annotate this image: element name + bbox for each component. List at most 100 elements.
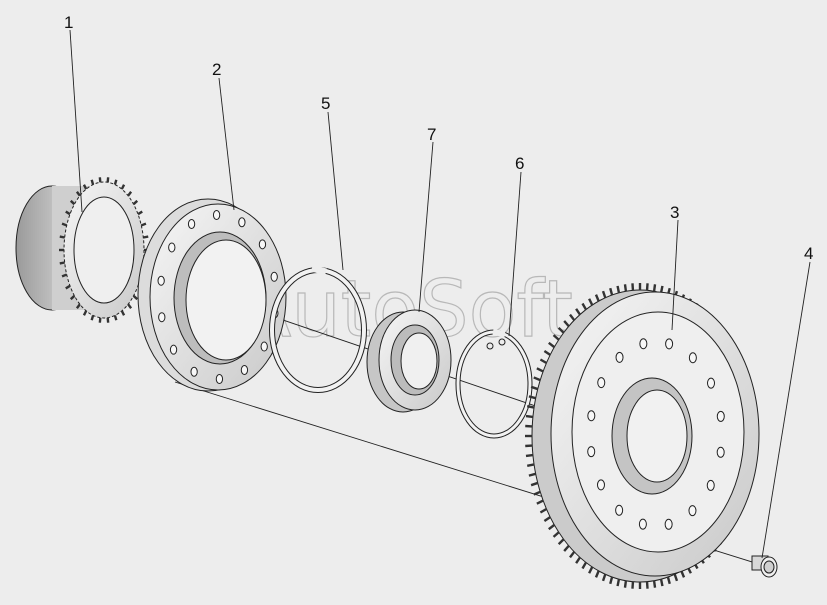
splined-flange (137, 198, 287, 392)
gear-tooth (623, 580, 628, 588)
gear-tooth (659, 578, 664, 587)
gear-tooth (90, 315, 95, 321)
gear-tooth (659, 285, 664, 294)
mounting-hole (615, 504, 624, 516)
leader-lines (69, 29, 811, 559)
mounting-hole (664, 518, 673, 530)
gear-tooth (69, 199, 76, 206)
gear-tooth (548, 341, 556, 349)
mounting-hole (639, 338, 648, 350)
mounting-hole (190, 366, 198, 377)
driven-gear (525, 283, 760, 589)
mounting-hole (158, 312, 166, 323)
callout-6: 6 (515, 154, 524, 173)
mounting-hole (258, 239, 267, 250)
gear-tooth (623, 284, 628, 292)
gear-tooth (609, 576, 614, 585)
gear-tooth (61, 273, 68, 278)
mounting-hole (240, 364, 249, 375)
gear-tooth (557, 326, 565, 334)
gear-tooth (530, 385, 539, 391)
callout-2: 2 (212, 60, 221, 79)
gear-tooth (90, 179, 95, 185)
gear-tooth (539, 507, 548, 514)
gear-tooth (588, 298, 594, 306)
gear-tooth (680, 570, 686, 578)
gear-tooth (588, 566, 594, 574)
gear-tooth (575, 308, 581, 316)
mounting-hole (597, 377, 606, 389)
gear-tooth (120, 310, 126, 316)
gear-tooth (575, 556, 581, 564)
gear-tooth (543, 349, 551, 356)
gear-tooth (528, 395, 536, 400)
gear-tooth (82, 184, 88, 190)
gear-tooth (65, 210, 71, 216)
mounting-hole (270, 271, 278, 282)
gear-tooth (536, 367, 544, 373)
gear-tooth (69, 294, 76, 301)
gear-tooth (552, 531, 560, 538)
gear-tooth (140, 222, 147, 227)
gear-tooth (528, 472, 536, 477)
callout-4: 4 (804, 244, 813, 263)
retaining-ring-small (455, 329, 533, 439)
gear-tooth (536, 499, 544, 505)
bearing (366, 309, 452, 413)
retaining-ring-large (269, 264, 367, 393)
mounting-hole (665, 338, 674, 350)
mounting-hole (587, 410, 596, 422)
gear-tooth (82, 310, 88, 316)
callout-5: 5 (321, 94, 330, 113)
gear-tooth (530, 481, 539, 487)
gear-tooth (137, 210, 143, 216)
gear-tooth (673, 573, 679, 582)
mounting-hole (187, 219, 196, 230)
mounting-hole (615, 351, 624, 363)
mounting-hole (157, 275, 165, 286)
gear-tooth (533, 376, 541, 382)
mounting-hole (169, 344, 178, 355)
bolt (751, 555, 778, 578)
gear-tooth (552, 334, 560, 341)
mounting-hole (238, 217, 246, 228)
gear-tooth (601, 573, 607, 582)
gear-tooth (601, 290, 607, 299)
gear-tooth (539, 358, 548, 365)
spline-gear (15, 177, 149, 323)
callout-1: 1 (64, 13, 73, 32)
callout-7: 7 (427, 125, 436, 144)
gear-tooth (666, 576, 671, 585)
gear-tooth (75, 303, 81, 309)
mounting-hole (587, 446, 596, 458)
mounting-hole (688, 352, 697, 364)
gear-tooth (525, 414, 534, 419)
gear-tooth (143, 235, 149, 239)
gear-tooth (525, 453, 534, 458)
mounting-hole (168, 242, 176, 253)
mounting-hole (716, 410, 725, 422)
gear-tooth (594, 294, 600, 302)
mounting-hole (215, 373, 224, 384)
gear-tooth (75, 191, 81, 197)
gear-tooth (569, 313, 576, 321)
gear-tooth (563, 544, 570, 552)
gear-tooth (581, 302, 588, 311)
mounting-hole (596, 479, 605, 491)
mounting-hole (688, 505, 697, 517)
gear-tooth (569, 551, 576, 559)
mounting-hole (260, 341, 268, 352)
mounting-hole (212, 210, 221, 221)
gear-tooth (563, 320, 570, 328)
gear-tooth (543, 516, 551, 523)
mounting-hole (707, 377, 716, 389)
gear-tooth (113, 315, 118, 321)
gear-tooth (132, 294, 139, 301)
gear-tooth (61, 222, 68, 227)
mounting-hole (638, 518, 647, 530)
gear-tooth (59, 261, 65, 265)
callout-3: 3 (670, 203, 679, 222)
gear-tooth (616, 578, 621, 587)
gear-tooth (557, 538, 565, 546)
